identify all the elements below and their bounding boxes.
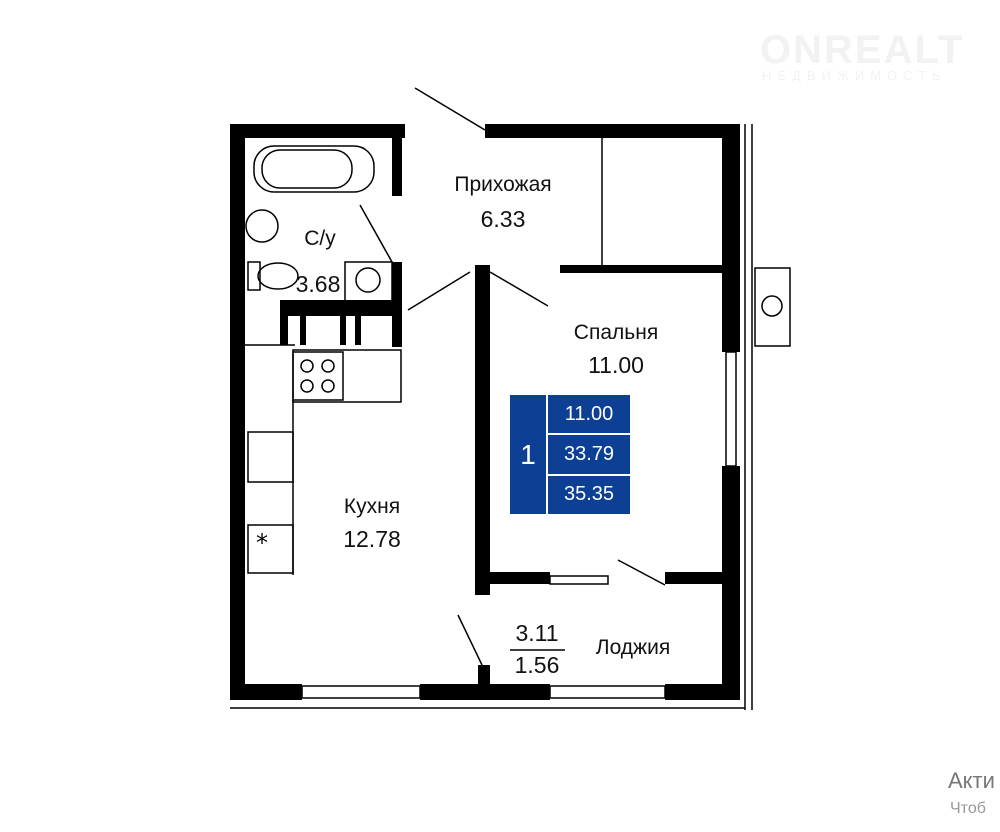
activation-title: Акти [948,768,995,793]
watermark-brand: ONREALT [760,28,965,72]
room-bedroom: Спальня 11.00 [574,320,658,378]
freezer-icon: * [256,529,268,557]
room-hallway: Прихожая 6.33 [454,172,551,232]
room-area: 6.33 [480,206,526,232]
room-name: Спальня [573,321,659,344]
room-bathroom-area: 3.68 [295,271,341,297]
room-loggia-name: Лоджия [595,636,671,659]
room-area: 12.78 [343,526,401,552]
watermark-tagline: НЕДВИЖИМОСТЬ [762,68,947,83]
activation-subtitle: Чтоб [950,800,986,817]
apartment-summary-badge: 1 11.00 33.79 35.35 [510,395,630,514]
room-name: Кухня [343,495,401,518]
walls [230,124,740,700]
loggia-area-reduced: 1.56 [514,652,560,678]
room-name: Прихожая [454,173,552,196]
living-area: 11.00 [564,402,614,425]
room-kitchen: Кухня 12.78 [343,494,401,552]
loggia-area-full: 3.11 [515,620,559,646]
total-with-loggia: 35.35 [548,473,630,514]
room-bathroom-name: С/у [304,227,336,250]
room-area: 11.00 [588,352,644,378]
fixtures [230,87,791,710]
room-count: 1 [510,395,548,514]
total-area: 33.79 [548,433,630,473]
